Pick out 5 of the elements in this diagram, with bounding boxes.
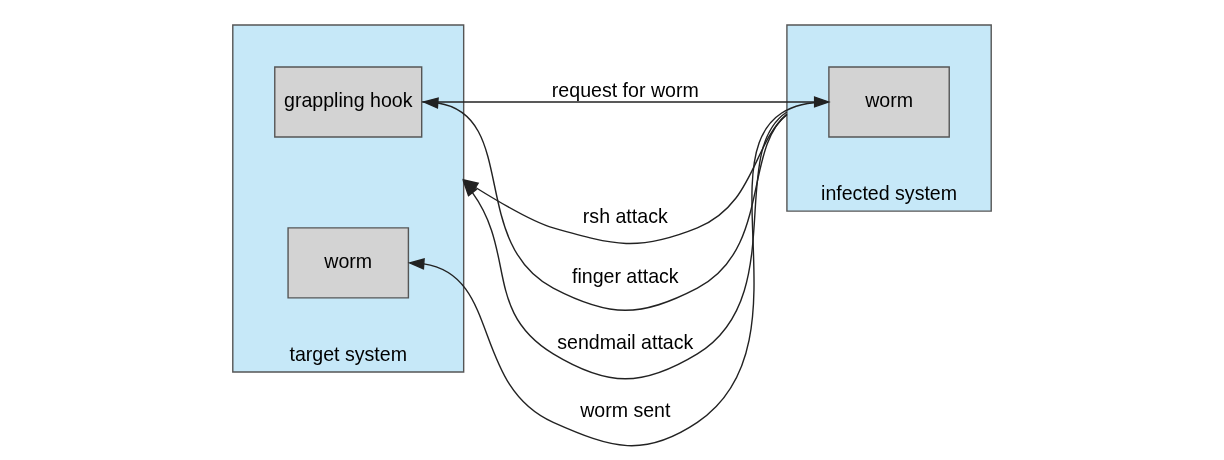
edge-label: worm sent [580, 399, 671, 422]
edge-label: request for worm [551, 78, 699, 101]
edge-label: sendmail attack [557, 330, 694, 353]
edge-label: finger attack [571, 264, 679, 287]
edge-label: rsh attack [582, 204, 668, 227]
